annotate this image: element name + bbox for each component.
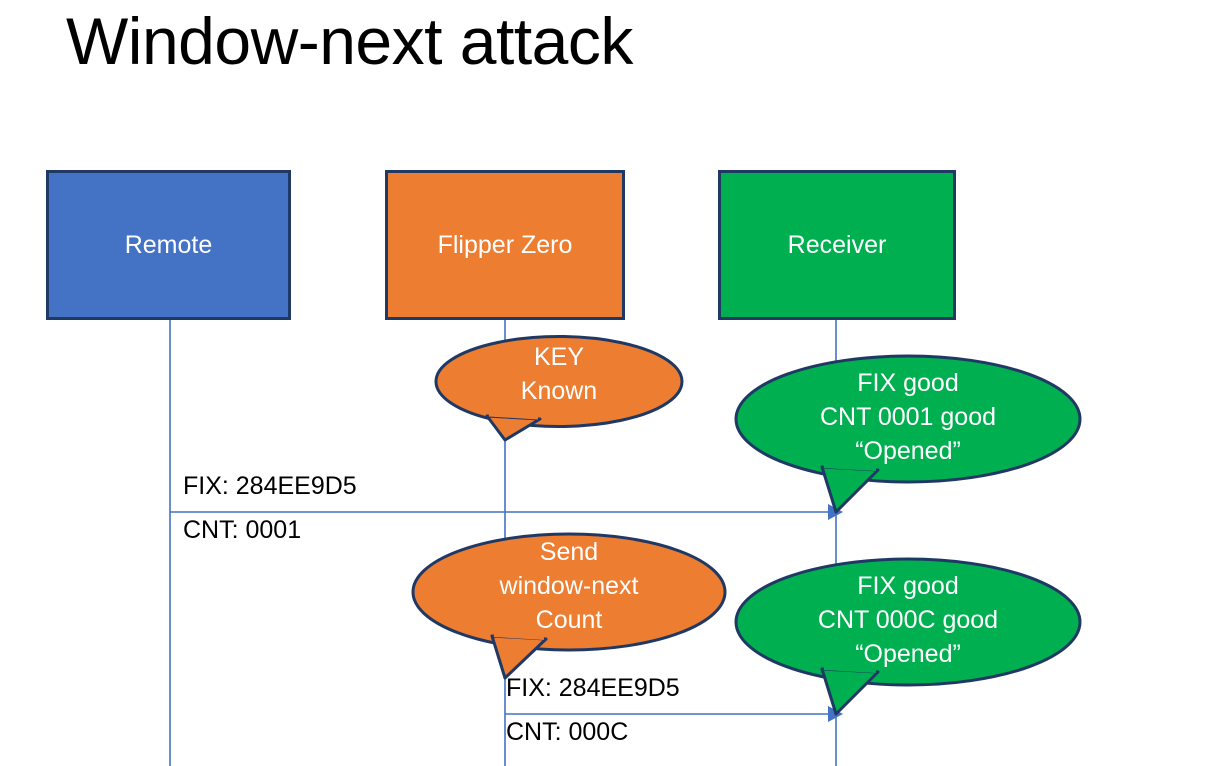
message-1-cnt-label: CNT: 0001 [183, 516, 302, 544]
actor-label-flipper-zero: Flipper Zero [437, 230, 573, 259]
actor-label-receiver: Receiver [787, 230, 887, 259]
actor-box-remote[interactable]: Remote [46, 170, 291, 320]
callout-shape-receiver-ok-1[interactable] [734, 354, 1082, 514]
actor-box-flipper-zero[interactable]: Flipper Zero [385, 170, 625, 320]
message-2-cnt-label: CNT: 000C [506, 718, 629, 746]
actor-box-receiver[interactable]: Receiver [718, 170, 956, 320]
page-title: Window-next attack [66, 4, 633, 78]
actor-label-remote: Remote [124, 230, 213, 259]
message-2-fix-label: FIX: 284EE9D5 [506, 674, 680, 702]
callout-shape-key-known[interactable] [434, 335, 684, 442]
message-1-fix-label: FIX: 284EE9D5 [183, 472, 357, 500]
callout-shape-receiver-ok-2[interactable] [734, 557, 1082, 716]
callout-shape-send-window-next[interactable] [411, 532, 727, 680]
